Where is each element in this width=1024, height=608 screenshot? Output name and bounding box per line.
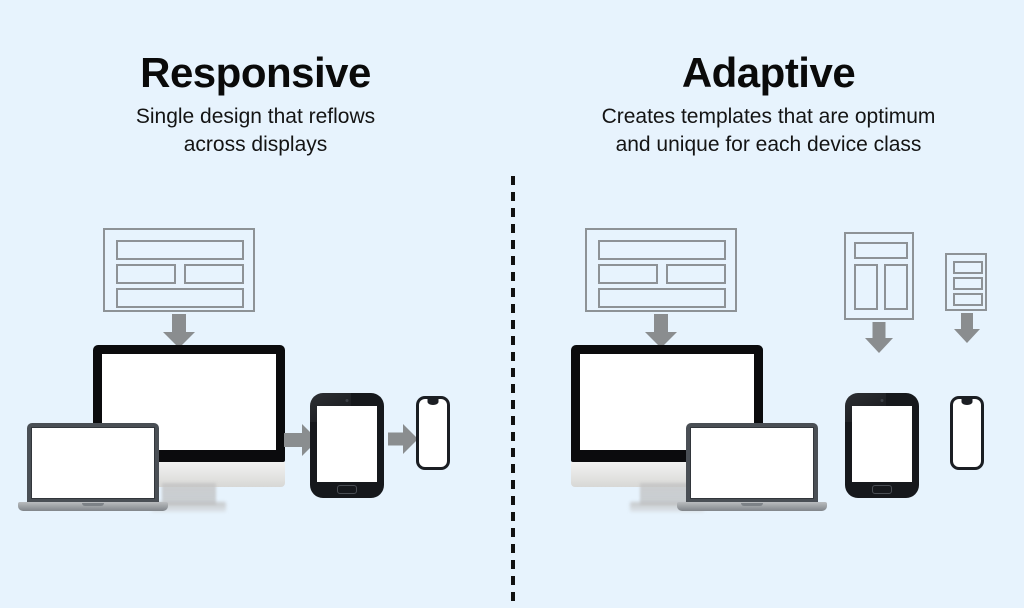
tablet-wireframe-column-left (854, 264, 878, 310)
phone-wireframe-bar-1 (953, 261, 983, 274)
laptop (18, 423, 168, 519)
panel-adaptive: Adaptive Creates templates that are opti… (513, 0, 1024, 608)
subtitle-adaptive: Creates templates that are optimum and u… (513, 103, 1024, 158)
phone-wireframe-bar-2 (953, 277, 983, 290)
wireframe-to-monitor-arrow (163, 314, 195, 348)
wireframe-bar-top (116, 240, 244, 260)
subtitle-line-1: Creates templates that are optimum (601, 105, 936, 128)
wireframe-bar-right (184, 264, 244, 284)
page-title-responsive: Responsive (140, 49, 371, 96)
subtitle-line-1: Single design that reflows (135, 105, 376, 128)
subtitle-line-2: and unique for each device class (615, 132, 922, 156)
tablet-wireframe-to-tablet-arrow (865, 322, 893, 354)
wireframe-bar-right (666, 264, 726, 284)
phone-wireframe-bar-3 (953, 293, 983, 306)
wireframe-bar-bottom (116, 288, 244, 308)
tablet (310, 393, 384, 498)
tablet-wireframe (844, 232, 914, 320)
page-title-adaptive: Adaptive (681, 49, 856, 96)
tablet-wireframe-header (854, 242, 908, 259)
tablet (845, 393, 919, 498)
panel-divider (511, 176, 515, 608)
desktop-wireframe-to-monitor-arrow (645, 314, 677, 348)
wireframe-bar-left (598, 264, 658, 284)
phone (950, 396, 984, 470)
adaptive-heading-group: Adaptive Creates templates that are opti… (513, 52, 1024, 158)
tablet-to-phone-arrow (388, 424, 418, 454)
subtitle-line-2: across displays (183, 132, 328, 156)
responsive-heading-group: Responsive Single design that reflows ac… (0, 52, 511, 158)
desktop-wireframe (585, 228, 737, 312)
tablet-wireframe-column-right (884, 264, 908, 310)
phone-wireframe (945, 253, 987, 311)
phone (416, 396, 450, 470)
panel-responsive: Responsive Single design that reflows ac… (0, 0, 511, 608)
wireframe-bar-bottom (598, 288, 726, 308)
wireframe-bar-top (598, 240, 726, 260)
phone-wireframe-to-phone-arrow (954, 313, 980, 345)
laptop (677, 423, 827, 519)
wireframe-bar-left (116, 264, 176, 284)
desktop-wireframe (103, 228, 255, 312)
subtitle-responsive: Single design that reflows across displa… (0, 103, 511, 158)
